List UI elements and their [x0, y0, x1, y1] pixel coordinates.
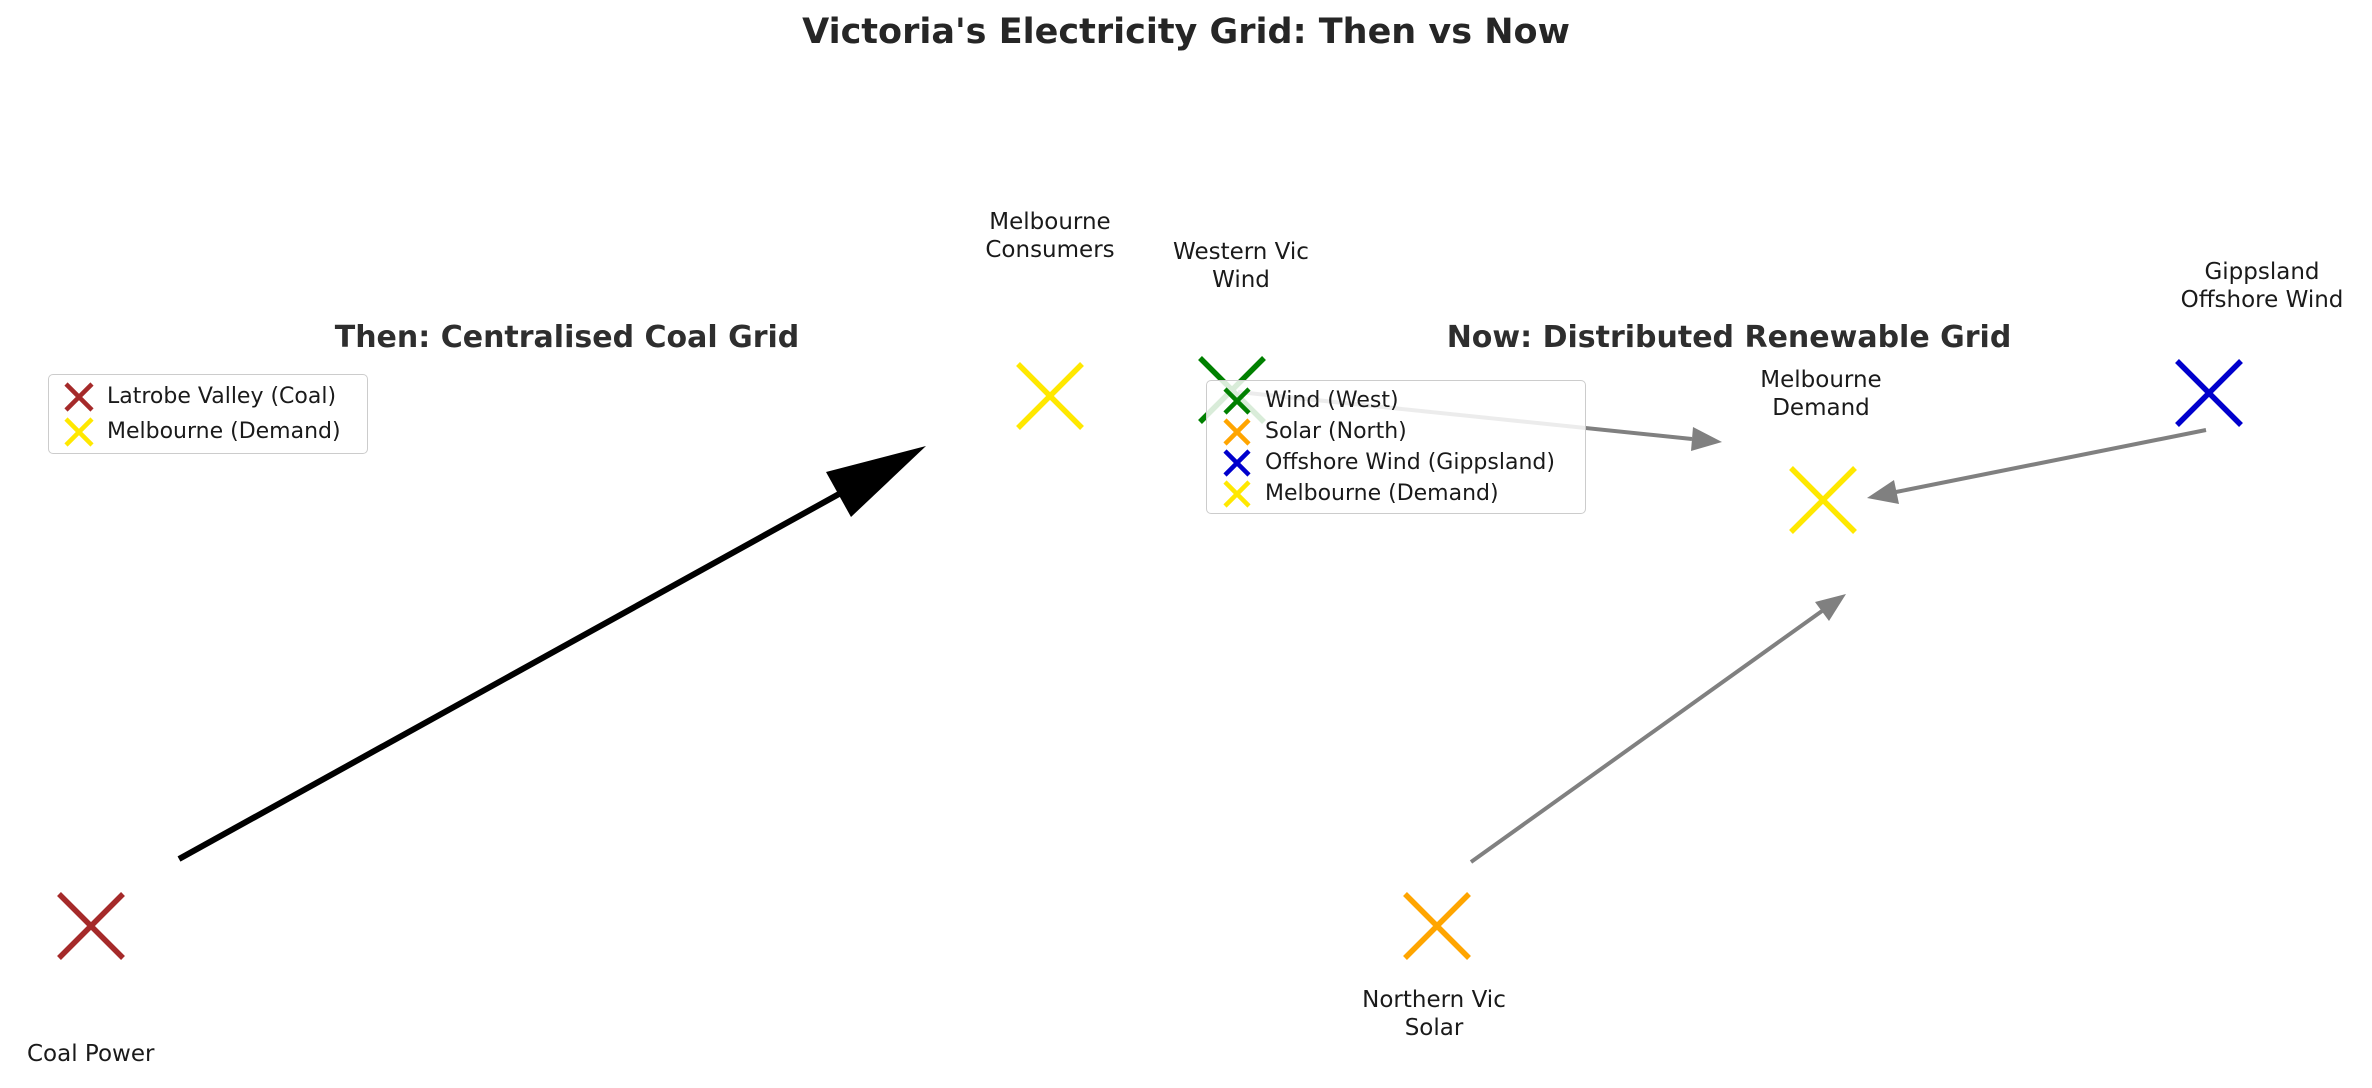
offshore-wind-flow-arrow-line [1895, 428, 2207, 494]
then-panel-title: Then: Centralised Coal Grid [334, 320, 800, 355]
western-vic-wind-label-line1: Western Vic [1173, 239, 1309, 265]
west-wind-flow-arrow-head [1691, 427, 1722, 451]
x-marker-icon [1217, 479, 1257, 508]
legend-item-label: Latrobe Valley (Coal) [107, 384, 337, 409]
northern-vic-solar-marker [1403, 892, 1471, 960]
legend-item-label: Solar (North) [1265, 419, 1407, 444]
legend-item-melbourne-demand: Melbourne (Demand) [1217, 478, 1575, 509]
melbourne-consumers-marker [1016, 362, 1084, 430]
legend-item-latrobe-valley-coal: Latrobe Valley (Coal) [59, 379, 357, 414]
coal-flow-arrow-line [177, 491, 841, 862]
then-legend: Latrobe Valley (Coal) Melbourne (Demand) [48, 374, 368, 454]
melbourne-consumers-label-line1: Melbourne [989, 209, 1111, 235]
x-marker-icon [59, 416, 99, 447]
offshore-wind-flow-arrow-head [1867, 480, 1899, 504]
melbourne-demand-label-line2: Demand [1772, 395, 1870, 421]
coal-flow-arrow-head [826, 446, 926, 517]
western-vic-wind-label: Western Vic Wind [1173, 238, 1309, 294]
legend-item-wind-west: Wind (West) [1217, 385, 1575, 416]
x-marker-icon [1217, 417, 1257, 446]
northern-vic-solar-label: Northern Vic Solar [1362, 986, 1506, 1042]
x-marker-icon [59, 381, 99, 412]
gippsland-offshore-wind-marker [2175, 359, 2243, 427]
melbourne-consumers-label-line2: Consumers [985, 237, 1115, 263]
now-panel-title: Now: Distributed Renewable Grid [1446, 320, 2012, 355]
legend-item-label: Wind (West) [1265, 388, 1399, 413]
legend-item-label: Melbourne (Demand) [1265, 481, 1499, 506]
gippsland-offshore-wind-label: Gippsland Offshore Wind [2181, 258, 2344, 314]
legend-item-melbourne-demand: Melbourne (Demand) [59, 414, 357, 449]
coal-power-label: Coal Power [27, 1040, 154, 1068]
legend-item-label: Offshore Wind (Gippsland) [1265, 450, 1555, 475]
solar-flow-arrow-head [1815, 594, 1846, 621]
melbourne-consumers-label: Melbourne Consumers [985, 208, 1114, 264]
x-marker-icon [1217, 448, 1257, 477]
legend-item-offshore-wind-gippsland: Offshore Wind (Gippsland) [1217, 447, 1575, 478]
legend-item-solar-north: Solar (North) [1217, 416, 1575, 447]
northern-vic-solar-label-line2: Solar [1404, 1015, 1464, 1041]
legend-item-label: Melbourne (Demand) [107, 419, 341, 444]
x-marker-icon [1217, 386, 1257, 415]
gippsland-label-line1: Gippsland [2204, 259, 2320, 285]
figure-title: Victoria's Electricity Grid: Then vs Now [802, 12, 1570, 52]
melbourne-demand-marker [1789, 466, 1857, 534]
melbourne-demand-label: Melbourne Demand [1760, 366, 1881, 422]
northern-vic-solar-label-line1: Northern Vic [1362, 987, 1506, 1013]
gippsland-label-line2: Offshore Wind [2180, 287, 2344, 313]
coal-power-marker [57, 892, 125, 960]
melbourne-demand-label-line1: Melbourne [1760, 367, 1882, 393]
solar-flow-arrow-line [1469, 609, 1824, 864]
western-vic-wind-label-line2: Wind [1212, 267, 1270, 293]
now-legend: Wind (West) Solar (North) Offshore Wind … [1206, 380, 1586, 514]
coal-power-label-line1: Coal Power [27, 1041, 155, 1067]
